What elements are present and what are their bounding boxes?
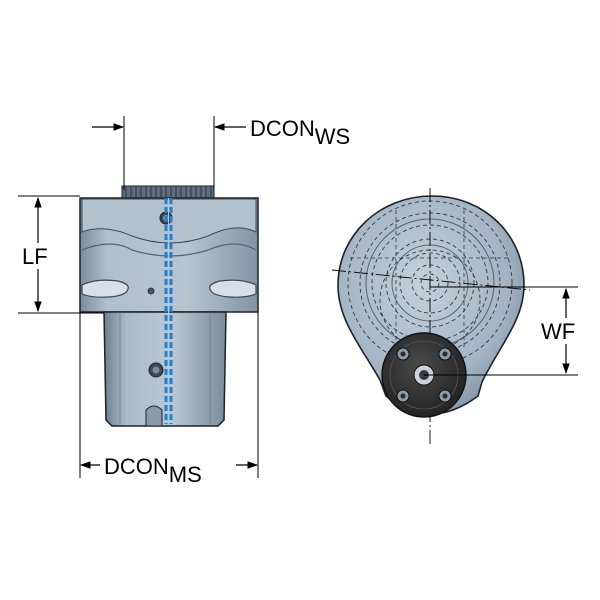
shank-hole-inner [152,366,160,374]
knurl-lines [125,187,212,197]
dcon-ws-label: DCONWS [250,116,350,149]
side-view: LF DCONWS DCONMS [18,116,350,487]
front-view: WF [331,188,588,444]
face-screws [396,347,452,403]
wf-label-bg [540,318,588,344]
right-slot [209,279,257,298]
wf-label: WF [541,319,575,344]
lf-label: LF [22,244,48,269]
left-slot [81,279,129,298]
shank-notch [145,405,163,427]
dcon-ms-label: DCONMS [104,454,202,487]
coolant-channel [164,198,173,424]
lf-label-bg [20,243,56,269]
head-small-hole [147,287,155,295]
